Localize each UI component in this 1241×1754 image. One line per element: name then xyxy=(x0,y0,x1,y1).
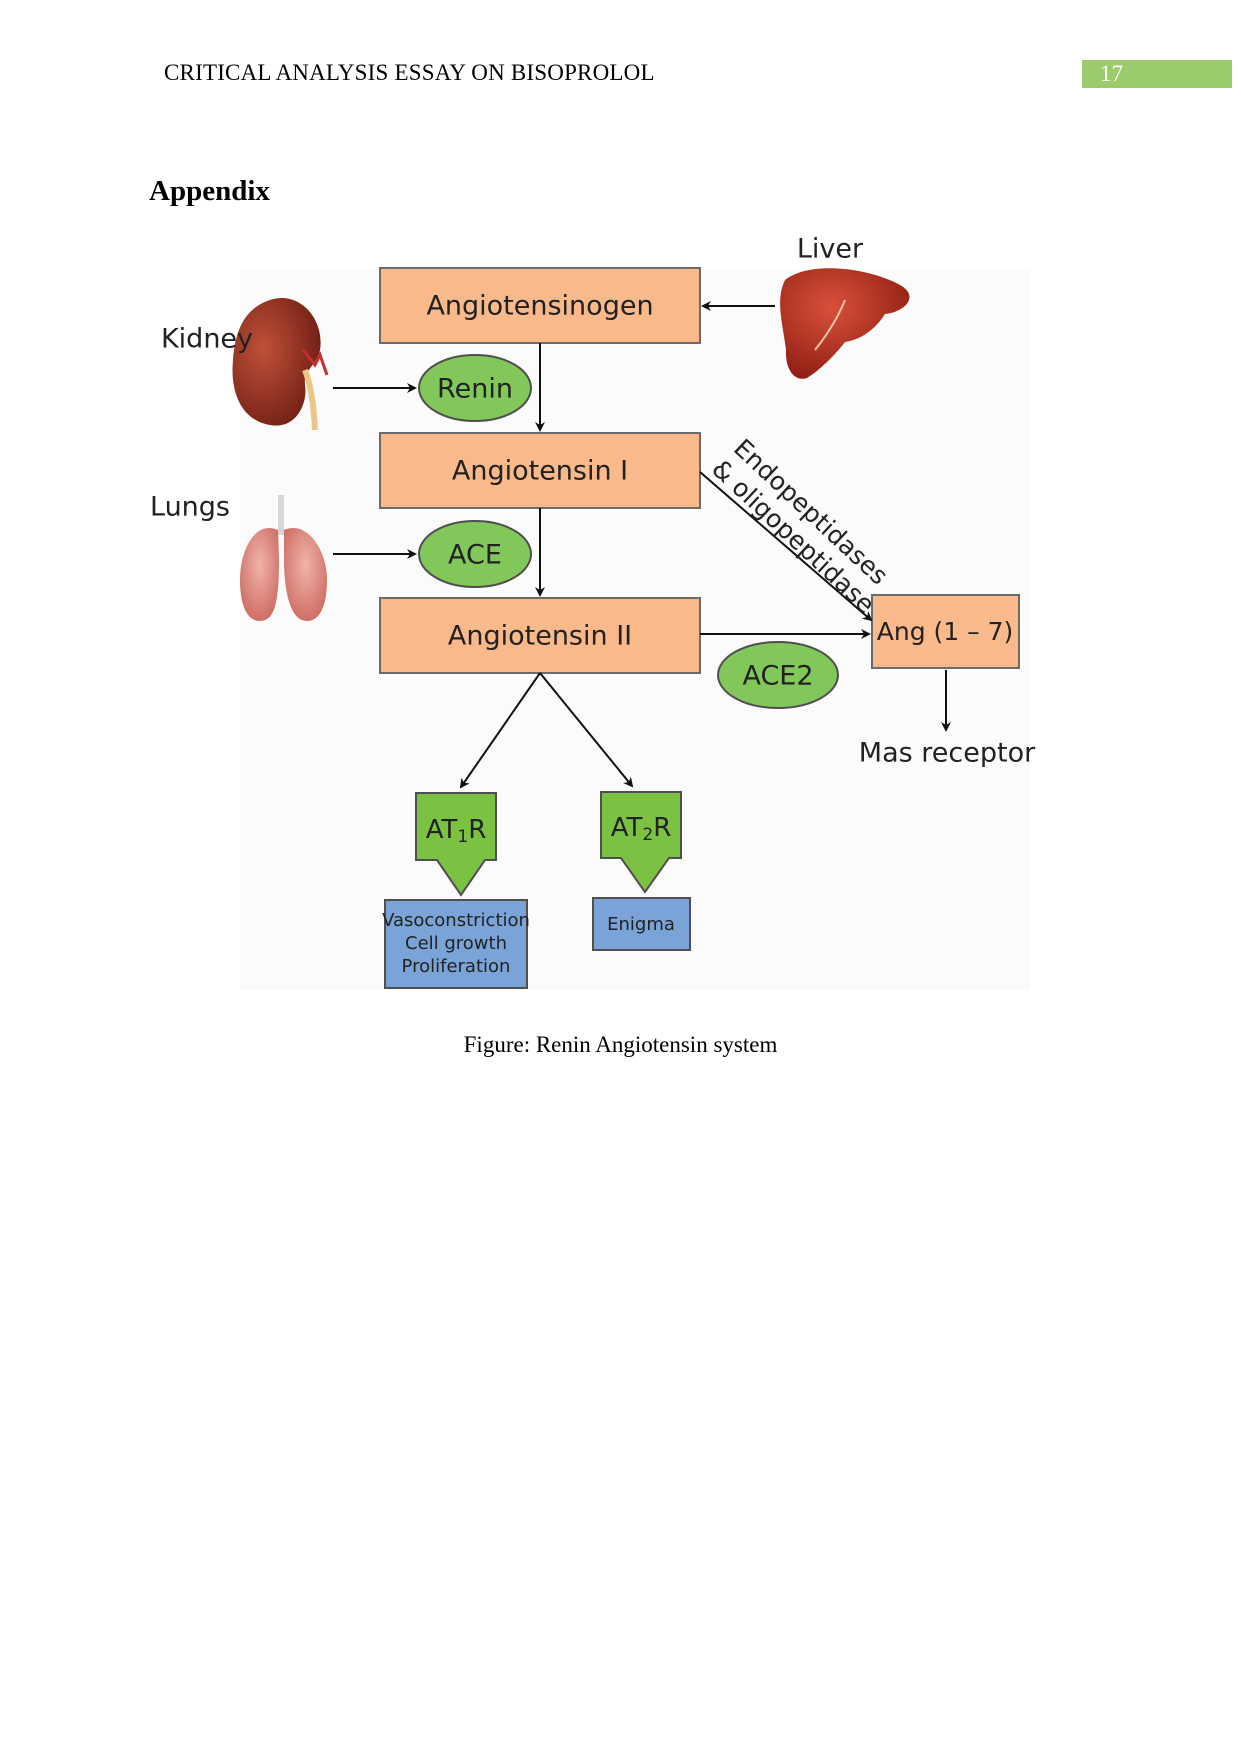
at1r-label: AT1R xyxy=(426,815,487,848)
ang-1-7-box: Ang (1 – 7) xyxy=(871,594,1020,669)
kidney-icon xyxy=(232,298,329,431)
lungs-label: Lungs xyxy=(150,492,230,523)
at1r-receptor: AT1R xyxy=(415,792,497,897)
ang2-to-at2r-arrow xyxy=(539,672,634,788)
appendix-heading: Appendix xyxy=(149,175,270,207)
renin-label: Renin xyxy=(437,374,513,405)
effect-proliferation: Proliferation xyxy=(402,956,511,977)
ace2-ellipse: ACE2 xyxy=(717,641,839,709)
at2r-receptor: AT2R xyxy=(600,791,682,894)
page-number: 17 xyxy=(1082,60,1232,88)
ace-ellipse: ACE xyxy=(418,520,532,588)
at2r-label: AT2R xyxy=(611,813,672,846)
at2-effects-box: Enigma xyxy=(592,897,691,951)
lungs-icon xyxy=(240,495,327,621)
running-head: CRITICAL ANALYSIS ESSAY ON BISOPROLOL xyxy=(164,60,655,85)
angiotensinogen-box: Angiotensinogen xyxy=(379,267,701,344)
ace-label: ACE xyxy=(448,540,502,571)
ras-diagram: Liver Kidney Lungs Angiotensinogen Angio… xyxy=(145,230,1045,1000)
ang1-to-ang17-arrow xyxy=(699,471,873,622)
angiotensin-2-label: Angiotensin II xyxy=(448,621,632,652)
effect-vasoconstriction: Vasoconstriction xyxy=(382,910,530,931)
figure-caption: Figure: Renin Angiotensin system xyxy=(463,1032,778,1057)
at1-effects-box: Vasoconstriction Cell growth Proliferati… xyxy=(382,899,530,989)
effect-enigma: Enigma xyxy=(607,914,675,935)
angiotensin-2-box: Angiotensin II xyxy=(379,597,701,674)
ang2-to-at1r-arrow xyxy=(459,672,541,789)
ang-1-7-label: Ang (1 – 7) xyxy=(877,617,1013,646)
angiotensinogen-label: Angiotensinogen xyxy=(426,291,653,322)
angiotensin-1-label: Angiotensin I xyxy=(452,456,628,487)
ace2-label: ACE2 xyxy=(742,661,813,692)
liver-icon xyxy=(780,268,910,379)
renin-ellipse: Renin xyxy=(418,354,532,422)
mas-receptor-label: Mas receptor xyxy=(859,738,1036,769)
angiotensin-1-box: Angiotensin I xyxy=(379,432,701,509)
liver-label: Liver xyxy=(797,234,864,265)
effect-cell-growth: Cell growth xyxy=(405,933,507,954)
kidney-label: Kidney xyxy=(161,324,253,355)
